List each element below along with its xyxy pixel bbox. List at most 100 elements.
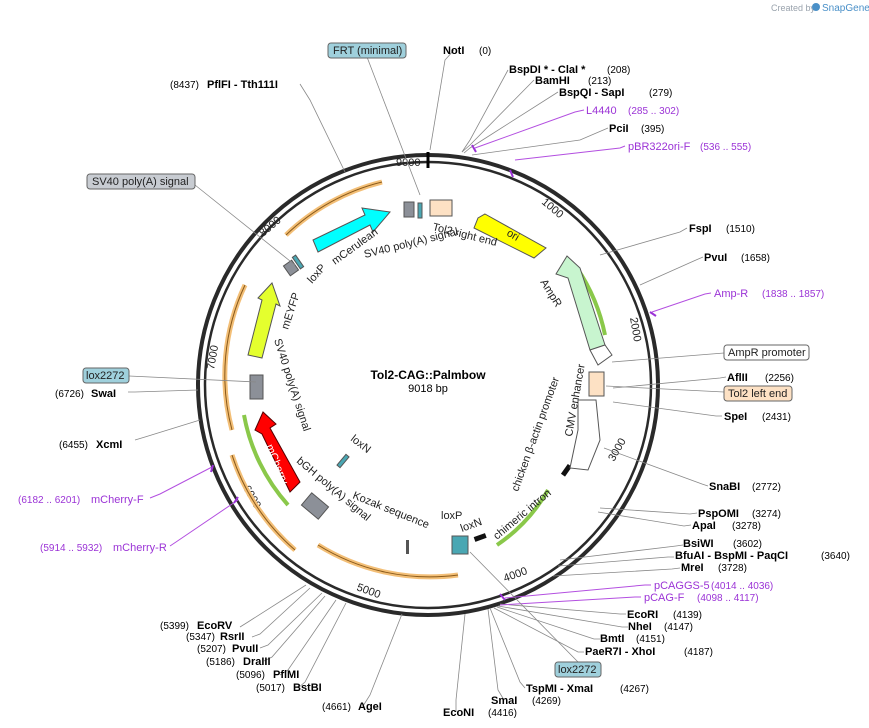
site-position: (5399) bbox=[160, 621, 189, 632]
sv40-polya-block bbox=[403, 201, 415, 218]
callout-leader bbox=[469, 551, 579, 663]
site-position: (4267) bbox=[620, 684, 649, 695]
primer-leader bbox=[499, 596, 641, 606]
primer-name: mCherry-F bbox=[91, 494, 144, 506]
site-name: NotI bbox=[443, 45, 464, 57]
site-position: (6726) bbox=[55, 389, 84, 400]
site-leader bbox=[557, 556, 674, 567]
site-name: BspQI - SapI bbox=[559, 87, 624, 99]
callout-leader bbox=[128, 375, 257, 383]
site-leader bbox=[259, 592, 323, 649]
site-leader bbox=[362, 613, 403, 707]
site-name: BamHI bbox=[535, 75, 570, 87]
site-name: PciI bbox=[609, 123, 629, 135]
callout-leader bbox=[611, 352, 725, 363]
loxp-loxn-block bbox=[451, 535, 469, 555]
site-name: BstBI bbox=[293, 682, 322, 694]
primer-range: (1838 .. 1857) bbox=[762, 289, 824, 300]
primer-marker bbox=[509, 169, 514, 178]
site-position: (1658) bbox=[741, 253, 770, 264]
primer-name: pBR322ori-F bbox=[628, 141, 691, 153]
primer-marker bbox=[471, 144, 477, 153]
lox2272-callout-box-2 bbox=[554, 661, 602, 678]
site-leader bbox=[429, 49, 455, 151]
tick-label: 2000 bbox=[627, 316, 643, 342]
site-name: DraIII bbox=[243, 656, 271, 668]
site-position: (4416) bbox=[488, 708, 517, 719]
primer-range: (6182 .. 6201) bbox=[18, 495, 80, 506]
site-position: (3640) bbox=[821, 551, 850, 562]
primer-name: pCAGGS-5 bbox=[654, 580, 710, 592]
inner-label: loxP bbox=[305, 262, 328, 286]
site-position: (2772) bbox=[752, 482, 781, 493]
site-leader bbox=[297, 602, 347, 689]
ori-label: ori bbox=[505, 227, 522, 244]
site-leader bbox=[128, 389, 199, 393]
site-leader bbox=[134, 419, 201, 441]
site-position: (208) bbox=[607, 65, 630, 76]
site-name: BspDI * - ClaI * bbox=[509, 64, 586, 76]
site-name: SnaBI bbox=[709, 481, 740, 493]
site-leader bbox=[487, 608, 505, 701]
primer-leaders bbox=[149, 109, 712, 606]
lox2272-callout-box bbox=[82, 367, 130, 384]
site-name: PspOMI bbox=[698, 508, 739, 520]
site-position: (4269) bbox=[532, 696, 561, 707]
site-leader bbox=[251, 587, 311, 638]
site-leader bbox=[599, 507, 698, 515]
tol2-left-end-block bbox=[588, 371, 605, 397]
site-leader bbox=[461, 79, 535, 153]
tick-label: 7000 bbox=[205, 344, 221, 370]
watermark-brand: SnapGene bbox=[822, 3, 869, 14]
primer-leader bbox=[149, 466, 213, 499]
site-position: (4151) bbox=[636, 634, 665, 645]
primer-range: (5914 .. 5932) bbox=[40, 543, 102, 554]
site-position: (3602) bbox=[733, 539, 762, 550]
site-name: PaeR7I - XhoI bbox=[585, 646, 655, 658]
primer-marker bbox=[233, 496, 239, 504]
loxp-block bbox=[291, 254, 305, 270]
site-position: (4661) bbox=[322, 702, 351, 713]
site-position: (279) bbox=[649, 88, 672, 99]
primer-labels: L4440 (285 .. 302) pBR322ori-F (536 .. 5… bbox=[18, 105, 824, 604]
bgh-polya-block bbox=[300, 492, 330, 520]
site-leader bbox=[493, 607, 584, 653]
orf-arc-outline bbox=[317, 544, 459, 578]
tick-label: 9000 bbox=[396, 157, 420, 169]
site-position: (0) bbox=[479, 46, 491, 57]
meyfp-label: mEYFP bbox=[279, 291, 302, 331]
primer-leader bbox=[514, 145, 626, 161]
site-name: RsrII bbox=[220, 631, 244, 643]
ampr-promoter-callout-label: AmpR promoter bbox=[728, 347, 806, 359]
tol2-left-callout-box bbox=[723, 385, 793, 402]
ampr-promoter-callout-box bbox=[723, 344, 810, 361]
site-name: EcoNI bbox=[443, 707, 474, 719]
site-position: (3728) bbox=[718, 563, 747, 574]
site-position: (4187) bbox=[684, 647, 713, 658]
site-position: (8437) bbox=[170, 80, 199, 91]
site-position: (6455) bbox=[59, 440, 88, 451]
site-labels: NotI (0) BspDI * - ClaI * (208) BamHI (2… bbox=[55, 45, 850, 719]
primer-leader bbox=[651, 292, 712, 313]
snapgene-watermark: Created by SnapGene bbox=[771, 3, 869, 14]
primer-range: (536 .. 555) bbox=[700, 142, 751, 153]
primer-name: L4440 bbox=[586, 105, 617, 117]
orf-arc-outline bbox=[231, 454, 296, 551]
plasmid-name: Tol2-CAG::Palmbow bbox=[370, 368, 486, 382]
frt-callout-box bbox=[327, 42, 407, 59]
site-position: (2431) bbox=[762, 412, 791, 423]
site-name: PvuII bbox=[232, 643, 258, 655]
site-leader bbox=[599, 227, 688, 256]
site-name: NheI bbox=[628, 621, 652, 633]
site-position: (395) bbox=[641, 124, 664, 135]
primer-marker bbox=[210, 464, 214, 473]
tol2-left-callout-label: Tol2 left end bbox=[728, 388, 787, 400]
plasmid-length: 9018 bp bbox=[408, 383, 448, 395]
sv40-polya-block-3 bbox=[249, 374, 264, 400]
primer-marker bbox=[649, 311, 657, 317]
tick-label: 4000 bbox=[502, 565, 529, 585]
site-position: (5207) bbox=[197, 644, 226, 655]
cmv-enhancer-feature bbox=[569, 399, 601, 471]
sv40-callout-label: SV40 poly(A) signal bbox=[92, 176, 189, 188]
